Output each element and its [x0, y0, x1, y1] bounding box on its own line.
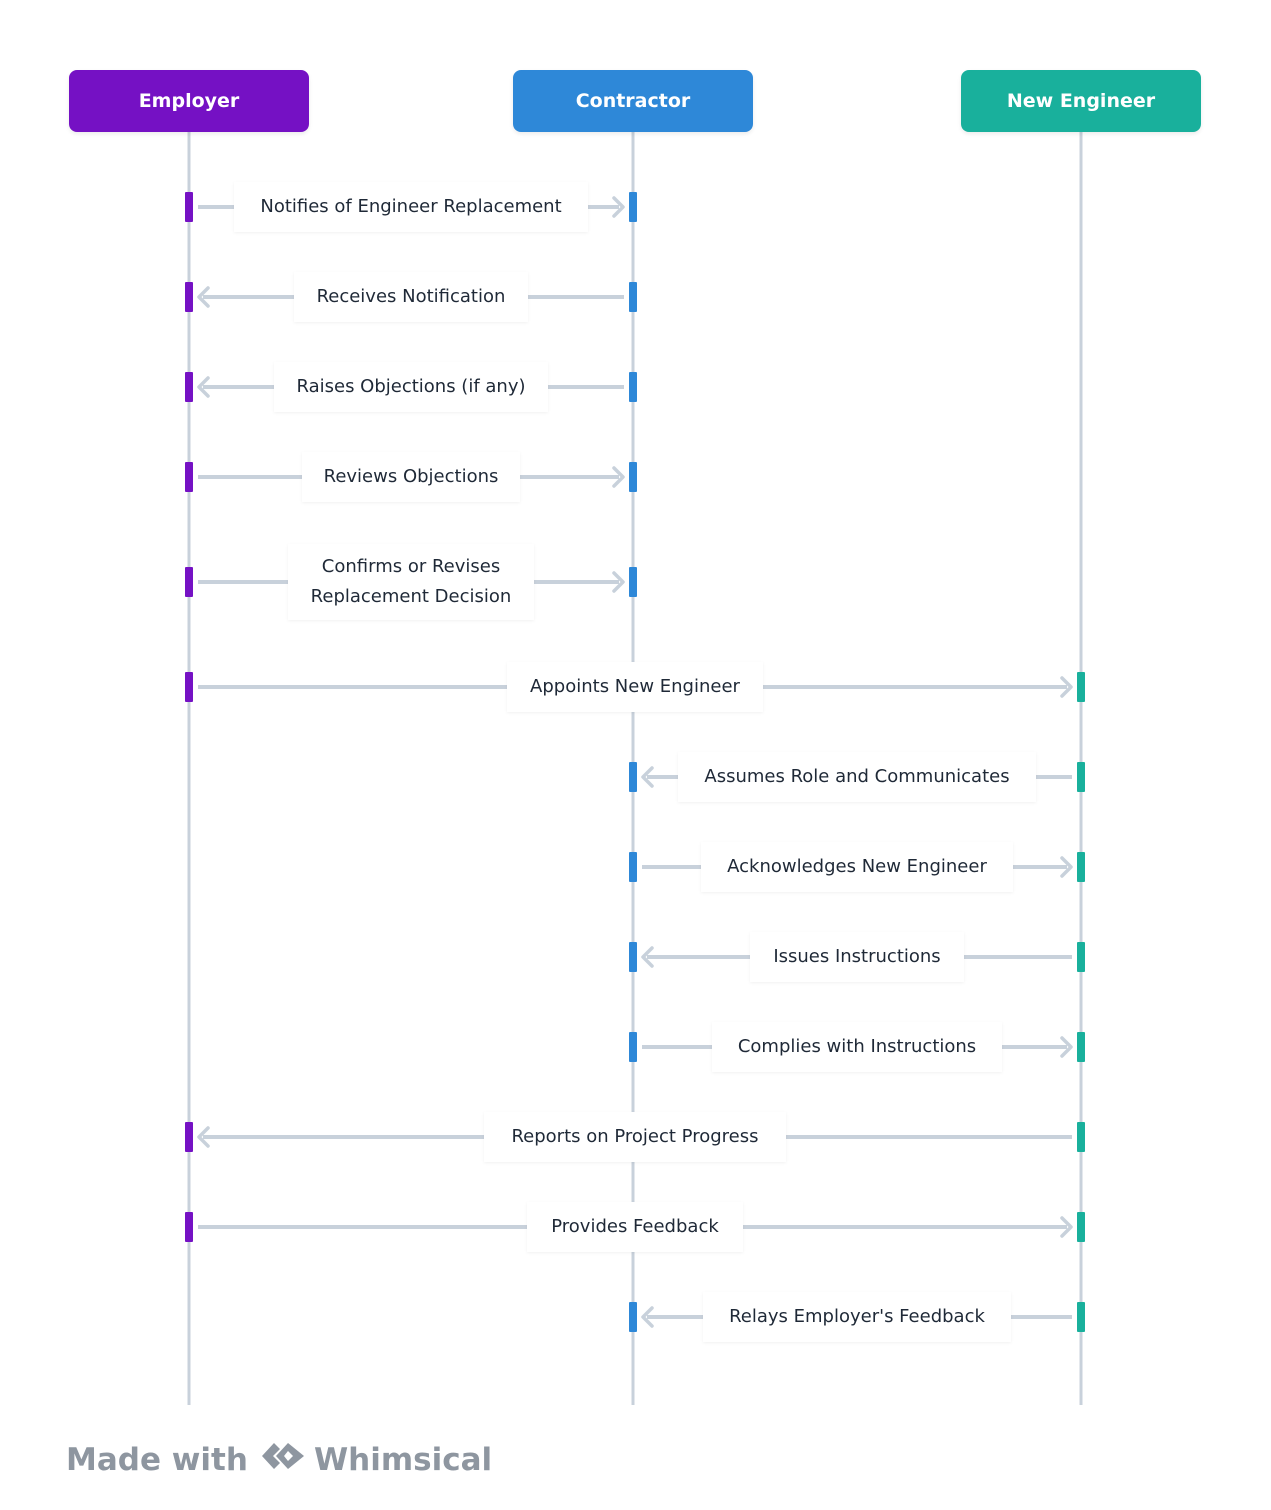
message-label[interactable]: Appoints New Engineer — [507, 662, 763, 712]
activation-bar — [629, 1032, 637, 1062]
activation-bar — [629, 762, 637, 792]
made-with-text: Made with — [66, 1442, 248, 1478]
message-label-line: Provides Feedback — [551, 1216, 719, 1237]
activation-bar — [1077, 762, 1085, 792]
message-label[interactable]: Relays Employer's Feedback — [703, 1292, 1011, 1342]
arrowhead-icon — [641, 946, 654, 968]
arrowhead-icon — [612, 571, 625, 593]
activation-bar — [1077, 672, 1085, 702]
activation-bar — [629, 852, 637, 882]
message-label-line: Raises Objections (if any) — [296, 376, 526, 397]
message-label-line: Acknowledges New Engineer — [727, 856, 987, 877]
activation-bar — [629, 192, 637, 222]
activation-bar — [1077, 942, 1085, 972]
whimsical-brand-text: Whimsical — [313, 1442, 493, 1478]
arrowhead-icon — [612, 466, 625, 488]
activation-bar — [1077, 852, 1085, 882]
activation-bar — [629, 567, 637, 597]
activation-bar — [629, 282, 637, 312]
activation-bar — [629, 462, 637, 492]
activation-bar — [1077, 1032, 1085, 1062]
participant-engineer[interactable]: New Engineer — [961, 70, 1201, 132]
activation-bar — [185, 462, 193, 492]
activation-bar — [629, 942, 637, 972]
message-label-line: Assumes Role and Communicates — [704, 766, 1010, 787]
message-label-line: Complies with Instructions — [737, 1036, 977, 1057]
message-label[interactable]: Notifies of Engineer Replacement — [234, 182, 588, 232]
message-label-line: Reports on Project Progress — [511, 1126, 759, 1147]
activation-bar — [629, 372, 637, 402]
arrowhead-icon — [641, 766, 654, 788]
message-label-line: Relays Employer's Feedback — [729, 1306, 985, 1327]
arrowhead-icon — [197, 286, 210, 308]
activation-bar — [629, 1302, 637, 1332]
made-with-whimsical-footer[interactable]: Made with Whimsical — [66, 1436, 492, 1484]
arrowhead-icon — [1060, 1216, 1073, 1238]
whimsical-logo-icon — [260, 1439, 306, 1481]
message-label-line: Reviews Objections — [323, 466, 499, 487]
message-label[interactable]: Reports on Project Progress — [484, 1112, 786, 1162]
arrowhead-icon — [612, 196, 625, 218]
participant-employer[interactable]: Employer — [69, 70, 309, 132]
message-label-line: Appoints New Engineer — [530, 676, 740, 697]
arrowhead-icon — [641, 1306, 654, 1328]
activation-bar — [185, 1212, 193, 1242]
activation-bar — [185, 1122, 193, 1152]
arrowhead-icon — [1060, 1036, 1073, 1058]
message-label-line: Notifies of Engineer Replacement — [260, 196, 562, 217]
message-label[interactable]: Raises Objections (if any) — [274, 362, 548, 412]
message-label[interactable]: Complies with Instructions — [712, 1022, 1002, 1072]
message-label-line: Replacement Decision — [310, 586, 512, 607]
activation-bar — [1077, 1122, 1085, 1152]
activation-bar — [1077, 1302, 1085, 1332]
message-label[interactable]: Issues Instructions — [750, 932, 964, 982]
message-label[interactable]: Assumes Role and Communicates — [678, 752, 1036, 802]
activation-bar — [185, 192, 193, 222]
arrowhead-icon — [1060, 676, 1073, 698]
message-label[interactable]: Receives Notification — [294, 272, 528, 322]
message-label-line: Receives Notification — [316, 286, 506, 307]
activation-bar — [185, 372, 193, 402]
activation-bar — [185, 567, 193, 597]
message-label[interactable]: Acknowledges New Engineer — [701, 842, 1013, 892]
activation-bar — [1077, 1212, 1085, 1242]
message-label-line: Issues Instructions — [773, 946, 941, 967]
activation-bar — [185, 282, 193, 312]
message-label-line: Confirms or Revises — [321, 556, 501, 577]
activation-bar — [185, 672, 193, 702]
message-label[interactable]: Provides Feedback — [527, 1202, 743, 1252]
participant-contractor[interactable]: Contractor — [513, 70, 753, 132]
arrowhead-icon — [197, 1126, 210, 1148]
arrowhead-icon — [197, 376, 210, 398]
message-label[interactable]: Reviews Objections — [302, 452, 520, 502]
arrowhead-icon — [1060, 856, 1073, 878]
